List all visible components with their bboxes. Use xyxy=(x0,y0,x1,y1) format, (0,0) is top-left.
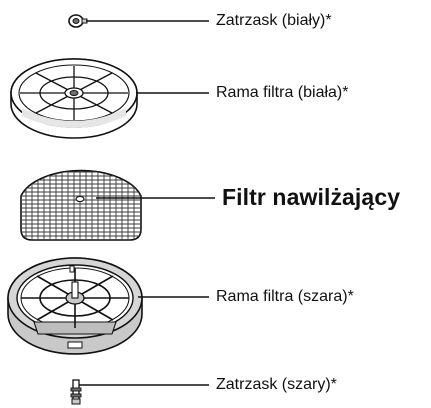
filter-frame-white-part xyxy=(10,58,138,139)
humidifying-filter-part xyxy=(20,169,142,241)
clip-white-part xyxy=(68,14,88,28)
part-label-clip-gray: Zatrzask (szary)* xyxy=(216,376,337,393)
part-label-humidifying-filter: Filtr nawilżający xyxy=(222,184,401,210)
clip-gray-part xyxy=(70,379,82,405)
part-label-clip-white: Zatrzask (biały)* xyxy=(216,12,332,29)
part-label-frame-white: Rama filtra (biała)* xyxy=(216,84,349,101)
part-label-frame-gray: Rama filtra (szara)* xyxy=(216,288,354,305)
filter-frame-gray-part xyxy=(7,257,143,355)
